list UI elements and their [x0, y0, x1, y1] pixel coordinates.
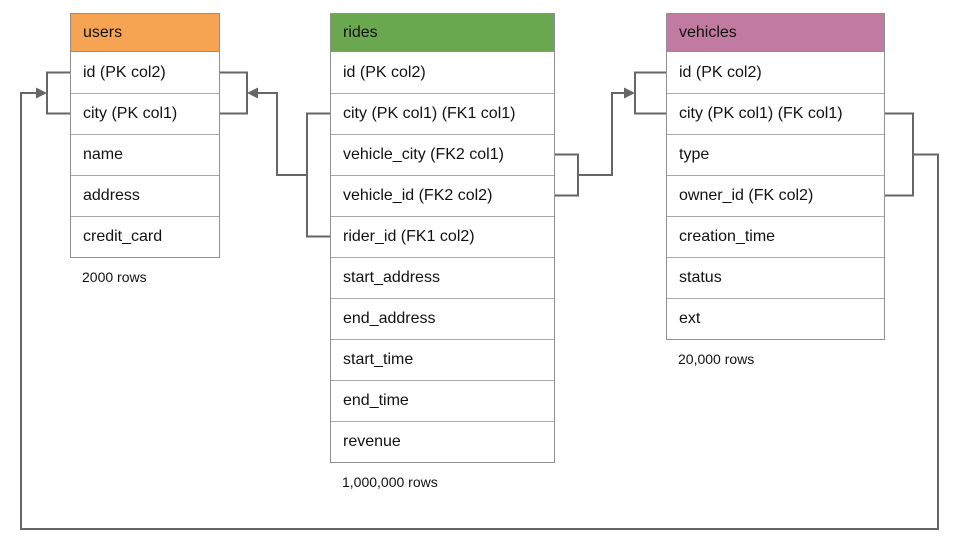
table-vehicles-row-count: 20,000 rows: [678, 351, 755, 367]
table-rides-column-row: revenue: [331, 421, 554, 462]
table-users-column-row: address: [71, 175, 219, 216]
table-vehicles-column-row: owner_id (FK col2): [667, 175, 884, 216]
table-rides-column-row: start_address: [331, 257, 554, 298]
rides-left-bracket: [306, 112, 330, 238]
fk1-elbow-line: [256, 92, 307, 176]
table-users-row-count: 2000 rows: [82, 269, 147, 285]
relationship-vehicles-users: [20, 71, 939, 530]
table-users-column-row: credit_card: [71, 216, 219, 257]
table-rides: rides id (PK col2) city (PK col1) (FK1 c…: [330, 13, 555, 490]
fk-owner-arrowhead-icon: [36, 87, 47, 99]
vehicles-right-bracket: [885, 112, 914, 197]
fk2-elbow-line: [578, 92, 626, 176]
table-vehicles-column-row: creation_time: [667, 216, 884, 257]
table-rides-column-row: vehicle_city (FK2 col1): [331, 134, 554, 175]
table-users-header: users: [70, 13, 220, 52]
table-rides-header: rides: [330, 13, 555, 52]
table-rides-column-row: id (PK col2): [331, 52, 554, 93]
table-vehicles-column-row: ext: [667, 298, 884, 339]
table-rides-row-count: 1,000,000 rows: [342, 474, 438, 490]
users-right-bracket: [220, 71, 248, 115]
table-rides-column-row: end_address: [331, 298, 554, 339]
fk1-arrowhead-icon: [247, 87, 258, 99]
users-left-bracket: [46, 71, 70, 115]
table-vehicles-columns: id (PK col2) city (PK col1) (FK col1) ty…: [666, 52, 885, 340]
fk2-arrowhead-icon: [624, 87, 635, 99]
table-rides-column-row: vehicle_id (FK2 col2): [331, 175, 554, 216]
table-users-column-row: city (PK col1): [71, 93, 219, 134]
table-vehicles-column-row: type: [667, 134, 884, 175]
table-rides-column-row: end_time: [331, 380, 554, 421]
table-vehicles-column-row: city (PK col1) (FK col1): [667, 93, 884, 134]
rides-right-bracket: [555, 153, 579, 197]
relationship-rides-users: [220, 71, 330, 238]
table-rides-columns: id (PK col2) city (PK col1) (FK1 col1) v…: [330, 52, 555, 463]
table-rides-column-row: city (PK col1) (FK1 col1): [331, 93, 554, 134]
table-vehicles-header: vehicles: [666, 13, 885, 52]
table-users-column-row: name: [71, 134, 219, 175]
table-vehicles: vehicles id (PK col2) city (PK col1) (FK…: [666, 13, 885, 367]
table-rides-column-row: rider_id (FK1 col2): [331, 216, 554, 257]
table-vehicles-column-row: id (PK col2): [667, 52, 884, 93]
vehicles-left-bracket: [634, 71, 666, 115]
table-users: users id (PK col2) city (PK col1) name a…: [70, 13, 220, 285]
table-users-columns: id (PK col2) city (PK col1) name address…: [70, 52, 220, 258]
table-vehicles-column-row: status: [667, 257, 884, 298]
relationship-rides-vehicles: [555, 71, 666, 197]
fk-owner-long-line: [20, 92, 939, 530]
table-users-column-row: id (PK col2): [71, 52, 219, 93]
table-rides-column-row: start_time: [331, 339, 554, 380]
